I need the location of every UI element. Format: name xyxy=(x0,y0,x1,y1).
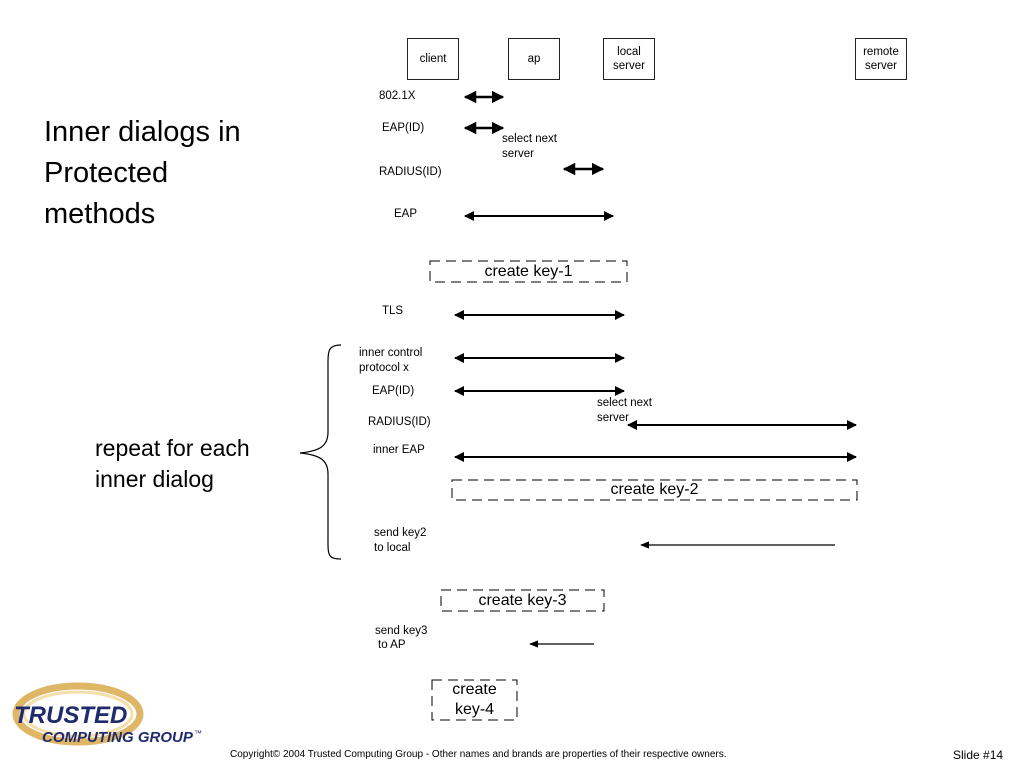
msg-send-key3-2: to AP xyxy=(378,639,406,651)
dashed-box-key1 xyxy=(429,260,628,283)
entity-local-server: local server xyxy=(603,38,655,80)
slide-number: Slide #14 xyxy=(953,748,1004,762)
msg-tls: TLS xyxy=(382,305,404,317)
msg-select-next-2b: server xyxy=(597,412,629,424)
msg-select-next-2: select next xyxy=(597,397,652,409)
logo-line2: COMPUTING GROUP xyxy=(42,729,194,746)
msg-send-key2-1: send key2 xyxy=(374,527,427,539)
slide-title: Inner dialogs in Protected methods xyxy=(44,116,241,230)
entity-local-label-1: local xyxy=(617,46,641,58)
msg-radius-id-1: RADIUS(ID) xyxy=(379,166,442,178)
entity-client: client xyxy=(407,38,459,80)
msg-eap: EAP xyxy=(394,208,418,220)
entity-remote-label-1: remote xyxy=(863,46,899,58)
dashed-box-key2 xyxy=(451,479,858,501)
entity-local-label-2: server xyxy=(613,60,645,72)
logo-tm: ™ xyxy=(194,729,202,738)
key4-line2: key-4 xyxy=(454,701,495,718)
msg-select-next-1b: server xyxy=(502,148,534,160)
key1-label: create key-1 xyxy=(484,262,573,280)
msg-eap-id-1: EAP(ID) xyxy=(382,122,425,134)
dashed-box-key4 xyxy=(431,679,518,721)
msg-8021x: 802.1X xyxy=(379,90,416,102)
msg-inner-eap: inner EAP xyxy=(373,444,425,456)
msg-select-next-1: select next xyxy=(502,133,557,145)
copyright-text: Copyright© 2004 Trusted Computing Group … xyxy=(230,749,727,760)
key3-label: create key-3 xyxy=(478,591,567,609)
key4-label: create key-4 xyxy=(432,680,517,720)
entity-remote-label-2: server xyxy=(865,60,897,72)
msg-inner-control-2: protocol x xyxy=(359,362,409,374)
key2-label: create key-2 xyxy=(610,481,699,498)
msg-radius-id-2: RADIUS(ID) xyxy=(368,416,431,428)
key4-line1: create xyxy=(452,681,497,698)
entity-ap: ap xyxy=(508,38,560,80)
dashed-box-key3 xyxy=(440,589,605,612)
logo-line1: TRUSTED xyxy=(14,702,127,729)
msg-send-key2-2: to local xyxy=(374,542,411,554)
repeat-note: repeat for each inner dialog xyxy=(95,435,250,492)
msg-inner-control-1: inner control xyxy=(359,347,423,359)
tcg-logo: TRUSTED COMPUTING GROUP ™ xyxy=(12,682,202,746)
entity-ap-label: ap xyxy=(527,53,541,65)
entity-remote-server: remote server xyxy=(855,38,907,80)
repeat-brace xyxy=(299,344,342,560)
entity-client-label: client xyxy=(419,53,447,65)
msg-send-key3-1: send key3 xyxy=(375,625,428,637)
msg-eap-id-2: EAP(ID) xyxy=(372,385,415,397)
